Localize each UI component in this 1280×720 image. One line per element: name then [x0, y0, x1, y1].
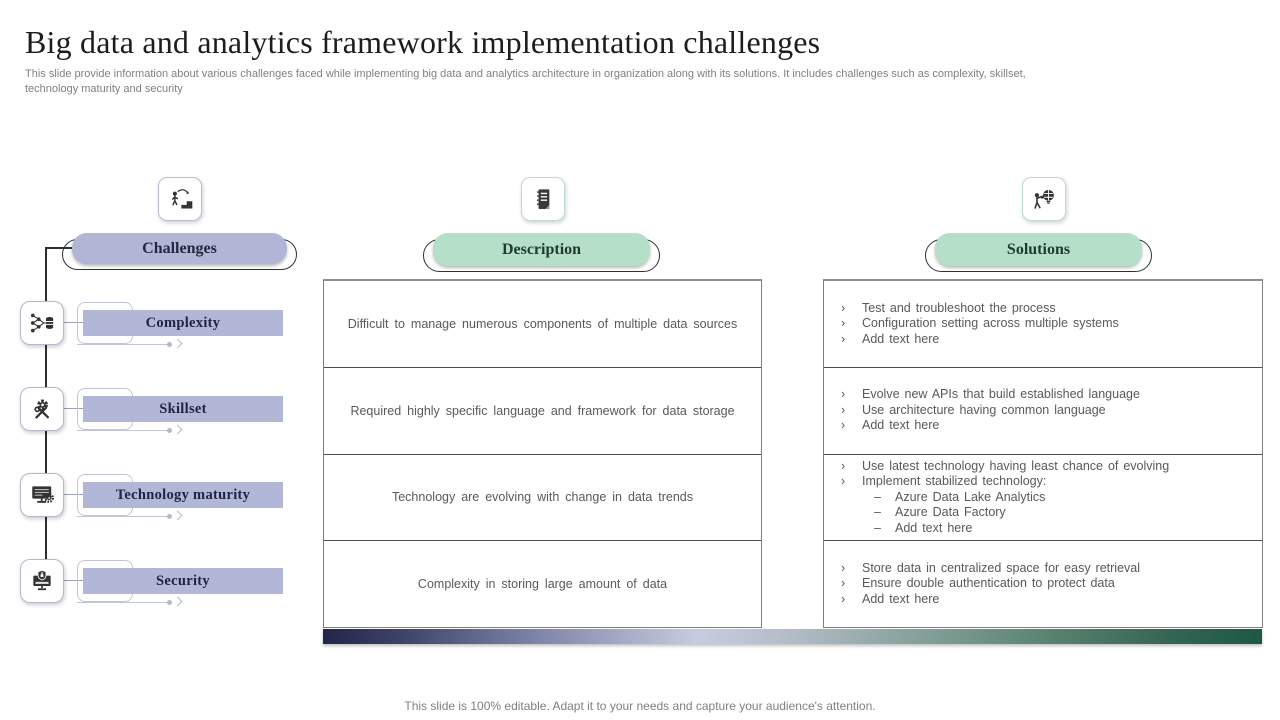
challenges-header-label: Challenges: [72, 233, 287, 264]
solution-item: ›Ensure double authentication to protect…: [841, 576, 1115, 591]
description-cell: Technology are evolving with change in d…: [324, 455, 761, 542]
description-header: Description: [423, 233, 660, 272]
solution-item: ›Use latest technology having least chan…: [841, 458, 1170, 473]
solutions-header-label: Solutions: [935, 233, 1142, 266]
secure-computer-icon: [20, 559, 64, 603]
solution-subitem: –Azure Data Factory: [874, 505, 1006, 520]
description-cell: Required highly specific language and fr…: [324, 368, 761, 455]
page-title: Big data and analytics framework impleme…: [25, 24, 821, 60]
idea-person-icon: [1022, 177, 1066, 221]
solutions-cell: ›Test and troubleshoot the process ›Conf…: [824, 281, 1262, 368]
challenge-item-technology-maturity: Technology maturity: [20, 473, 290, 521]
accent-gradient-bar: [323, 629, 1262, 644]
solutions-cell: ›Use latest technology having least chan…: [824, 455, 1262, 542]
solutions-cell: ›Store data in centralized space for eas…: [824, 541, 1262, 627]
challenge-item-skillset: Skillset: [20, 387, 290, 435]
solution-item: ›Implement stabilized technology:: [841, 474, 1047, 489]
item-connector: [64, 494, 83, 495]
solution-item: ›Test and troubleshoot the process: [841, 300, 1056, 315]
solution-subitem: –Add text here: [874, 520, 973, 535]
decor-arrow: [77, 338, 183, 349]
description-cell: Difficult to manage numerous components …: [324, 281, 761, 368]
data-network-icon: [20, 301, 64, 345]
challenge-label: Technology maturity: [83, 482, 283, 508]
solutions-cell: ›Evolve new APIs that build established …: [824, 368, 1262, 455]
description-header-label: Description: [433, 233, 650, 266]
decor-arrow: [77, 510, 183, 521]
decor-arrow: [77, 596, 183, 607]
solution-subitem: –Azure Data Lake Analytics: [874, 489, 1046, 504]
decor-arrow: [77, 424, 183, 435]
arrow-icon: [172, 338, 183, 349]
solutions-table: ›Test and troubleshoot the process ›Conf…: [823, 279, 1263, 628]
solution-item: ›Add text here: [841, 418, 940, 433]
gear-tools-icon: [20, 387, 64, 431]
arrow-icon: [172, 510, 183, 521]
solution-item: ›Evolve new APIs that build established …: [841, 387, 1140, 402]
challenge-label: Skillset: [83, 396, 283, 422]
document-icon: [521, 177, 565, 221]
connector-stub: [45, 247, 72, 249]
description-cell: Complexity in storing large amount of da…: [417, 577, 668, 592]
challenge-label: Complexity: [83, 310, 283, 336]
item-connector: [64, 322, 83, 323]
solutions-header: Solutions: [925, 233, 1152, 272]
item-connector: [64, 580, 83, 581]
solution-item: ›Use architecture having common language: [841, 402, 1106, 417]
challenge-label: Security: [83, 568, 283, 594]
page-subtitle: This slide provide information about var…: [25, 68, 1026, 95]
climb-stairs-icon: [158, 177, 202, 221]
monitor-gear-icon: [20, 473, 64, 517]
solution-item: ›Add text here: [841, 591, 940, 606]
solution-item: ›Store data in centralized space for eas…: [841, 560, 1140, 575]
footer-note: This slide is 100% editable. Adapt it to…: [404, 699, 876, 713]
arrow-icon: [172, 596, 183, 607]
challenges-header: Challenges: [62, 233, 297, 270]
item-connector: [64, 408, 83, 409]
solution-item: ›Configuration setting across multiple s…: [841, 316, 1119, 331]
challenge-item-complexity: Complexity: [20, 301, 290, 349]
challenge-item-security: Security: [20, 559, 290, 607]
description-table: Difficult to manage numerous components …: [323, 279, 762, 628]
solution-item: ›Add text here: [841, 331, 940, 346]
arrow-icon: [172, 424, 183, 435]
